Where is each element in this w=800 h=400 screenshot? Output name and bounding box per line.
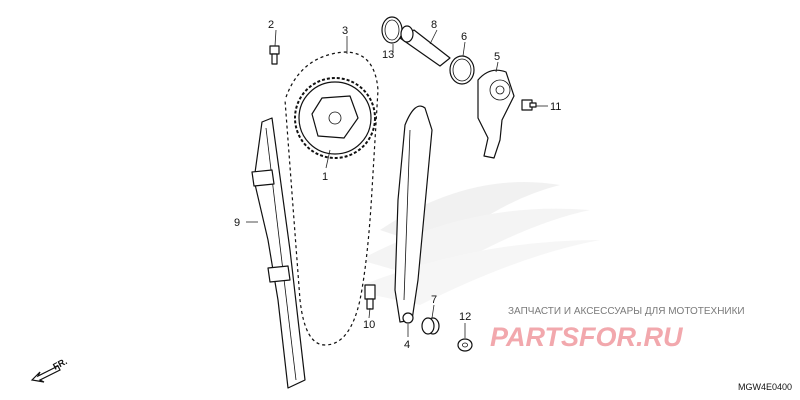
collar bbox=[421, 317, 440, 335]
callout-1: 1 bbox=[322, 171, 328, 183]
lifter-shaft bbox=[399, 25, 451, 67]
callout-7: 7 bbox=[431, 294, 437, 306]
o-ring bbox=[381, 16, 403, 44]
spring-ring bbox=[449, 55, 475, 85]
tensioner-lifter bbox=[477, 69, 515, 159]
callout-9: 9 bbox=[234, 217, 240, 229]
callout-11: 11 bbox=[550, 101, 561, 113]
front-direction-arrow: FR. bbox=[30, 356, 69, 383]
callout-10: 10 bbox=[363, 319, 375, 331]
callout-5: 5 bbox=[494, 51, 500, 63]
diagram-code: MGW4E0400 bbox=[738, 382, 792, 392]
fr-label: FR. bbox=[51, 356, 68, 372]
tensioner-slider bbox=[394, 105, 433, 324]
leader-lines bbox=[246, 29, 548, 338]
watermark-logo: PARTSFOR.RU bbox=[490, 322, 684, 352]
callout-13: 13 bbox=[382, 49, 394, 61]
bolt-part-2 bbox=[269, 45, 280, 65]
callout-4: 4 bbox=[404, 339, 410, 351]
watermark-tagline: ЗАПЧАСТИ И АКСЕССУАРЫ ДЛЯ МОТОТЕХНИКИ bbox=[508, 306, 745, 317]
callout-12: 12 bbox=[459, 311, 471, 323]
callout-8: 8 bbox=[431, 19, 437, 31]
callout-3: 3 bbox=[342, 25, 348, 37]
washer bbox=[457, 338, 473, 352]
pivot-bolt bbox=[364, 284, 376, 310]
callout-2: 2 bbox=[268, 19, 274, 31]
cam-chain-guide bbox=[251, 117, 306, 389]
callout-6: 6 bbox=[461, 31, 467, 43]
sealing-bolt bbox=[521, 99, 537, 111]
watermark-wing-logo bbox=[350, 182, 600, 305]
cam-sprocket bbox=[294, 77, 376, 159]
